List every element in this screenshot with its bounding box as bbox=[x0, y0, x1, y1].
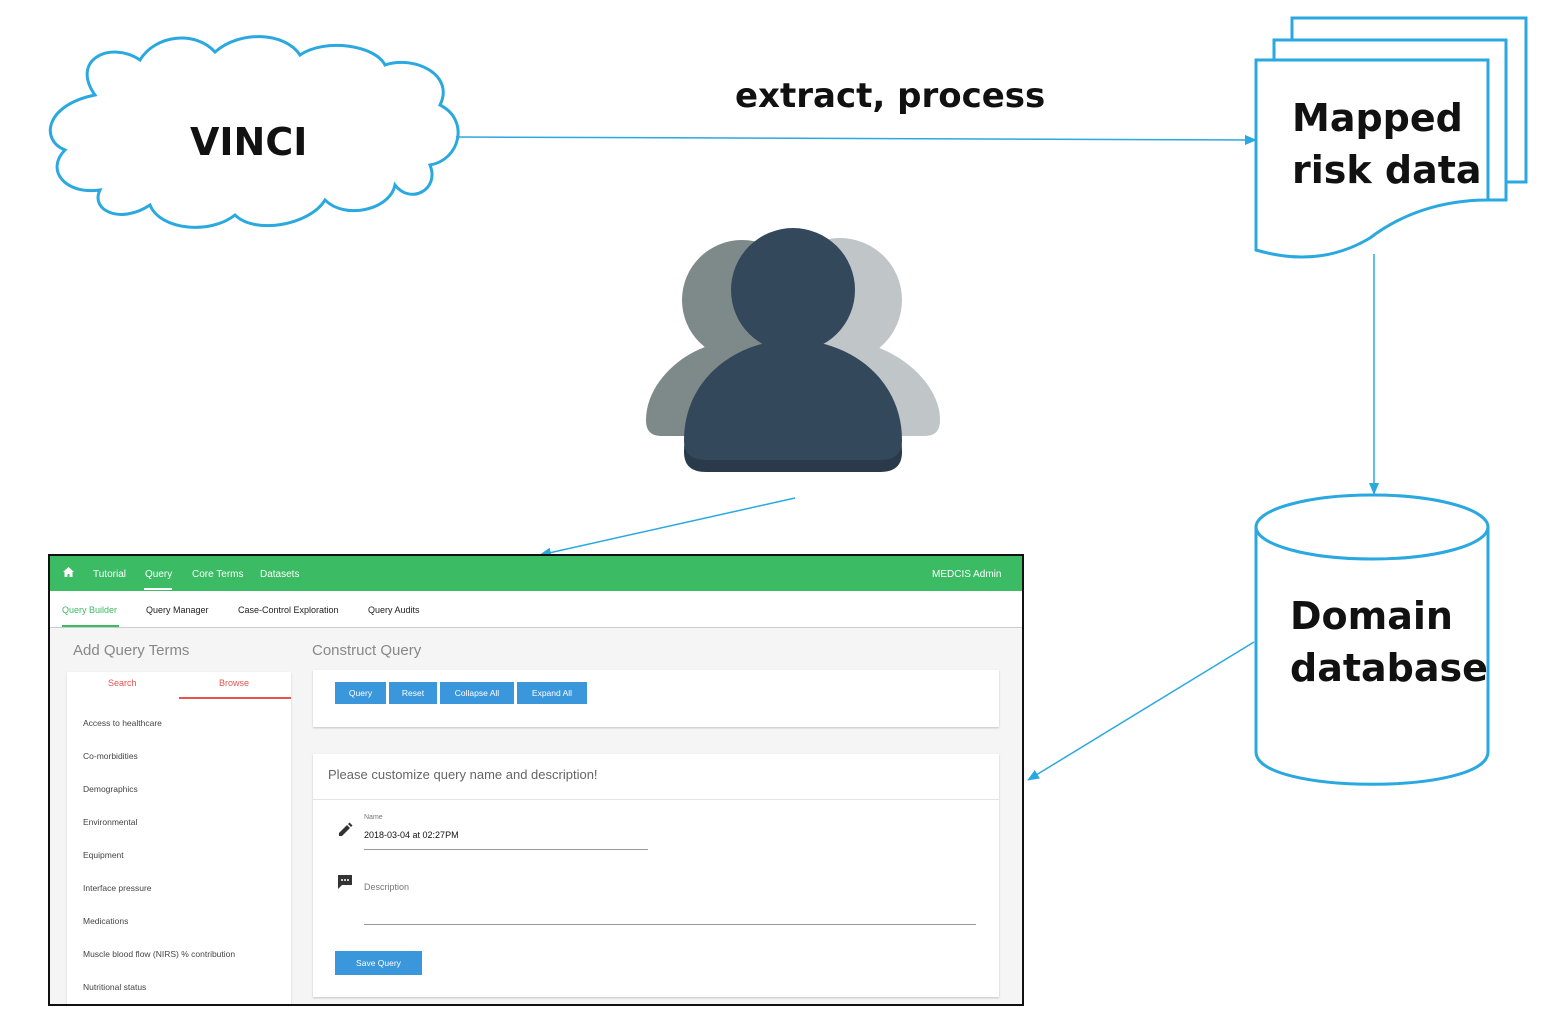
extract-process-label: extract, process bbox=[735, 76, 1046, 116]
expand-all-button[interactable]: Expand All bbox=[517, 682, 587, 704]
customize-heading: Please customize query name and descript… bbox=[328, 767, 598, 782]
reset-button[interactable]: Reset bbox=[389, 682, 437, 704]
domain-label-line1: Domain bbox=[1290, 594, 1453, 638]
term-item[interactable]: Environmental bbox=[83, 817, 138, 827]
construct-query-title: Construct Query bbox=[312, 642, 422, 659]
term-item[interactable]: Access to healthcare bbox=[83, 718, 162, 728]
query-button[interactable]: Query bbox=[335, 682, 386, 704]
user-menu[interactable]: MEDCIS Admin bbox=[932, 569, 1002, 580]
mapped-risk-data-node bbox=[1254, 16, 1528, 259]
add-query-terms-title: Add Query Terms bbox=[73, 642, 190, 659]
mapped-label-line1: Mapped bbox=[1292, 96, 1463, 140]
pencil-icon bbox=[337, 822, 353, 843]
vinci-label: VINCI bbox=[190, 120, 308, 164]
term-item[interactable]: Equipment bbox=[83, 850, 124, 860]
term-item[interactable]: Nutritional status bbox=[83, 982, 147, 992]
term-item[interactable]: Interface pressure bbox=[83, 883, 152, 893]
name-input[interactable]: 2018-03-04 at 02:27PM bbox=[364, 830, 459, 840]
nav-core-terms[interactable]: Core Terms bbox=[192, 569, 244, 580]
browse-tab-indicator bbox=[179, 697, 291, 699]
tab-case-control-exploration[interactable]: Case-Control Exploration bbox=[238, 605, 339, 615]
tab-browse[interactable]: Browse bbox=[219, 678, 250, 688]
query-details-card: Please customize query name and descript… bbox=[313, 754, 999, 997]
domain-database-node bbox=[1254, 493, 1490, 786]
edge-vinci-to-mapped bbox=[455, 134, 1257, 145]
top-navbar: Tutorial Query Core Terms Datasets MEDCI… bbox=[50, 556, 1022, 591]
name-label: Name bbox=[364, 814, 383, 821]
term-item[interactable]: Co-morbidities bbox=[83, 751, 138, 761]
domain-label-line2: database bbox=[1290, 646, 1488, 690]
tab-query-audits[interactable]: Query Audits bbox=[368, 605, 420, 615]
vinci-cloud-node bbox=[48, 35, 460, 229]
query-actions-card: Query Reset Collapse All Expand All bbox=[313, 670, 999, 727]
comment-icon bbox=[337, 874, 353, 895]
subnav-active-indicator bbox=[62, 625, 119, 627]
term-item[interactable]: Demographics bbox=[83, 784, 138, 794]
name-underline bbox=[364, 849, 648, 850]
app-screenshot-panel: Tutorial Query Core Terms Datasets MEDCI… bbox=[48, 554, 1024, 1006]
tab-search[interactable]: Search bbox=[108, 678, 137, 688]
home-icon[interactable] bbox=[63, 567, 74, 580]
mapped-label-line2: risk data bbox=[1292, 148, 1482, 192]
tab-query-manager[interactable]: Query Manager bbox=[146, 605, 209, 615]
term-item[interactable]: Muscle blood flow (NIRS) % contribution bbox=[83, 949, 236, 959]
edge-users-to-screenshot bbox=[539, 497, 796, 558]
description-underline bbox=[364, 924, 976, 925]
term-item[interactable]: Medications bbox=[83, 916, 129, 926]
nav-query[interactable]: Query bbox=[145, 569, 173, 580]
nav-datasets[interactable]: Datasets bbox=[260, 569, 300, 580]
card-divider bbox=[313, 799, 999, 800]
save-query-button[interactable]: Save Query bbox=[335, 951, 422, 975]
nav-tutorial[interactable]: Tutorial bbox=[93, 569, 126, 580]
edge-domain-to-screenshot bbox=[1027, 641, 1255, 781]
description-input[interactable]: Description bbox=[364, 882, 410, 892]
sub-navbar: Query Builder Query Manager Case-Control… bbox=[50, 591, 1022, 628]
nav-active-indicator bbox=[144, 588, 172, 590]
query-terms-card: Search Browse Access to healthcare Co-mo… bbox=[67, 672, 291, 1004]
tab-query-builder[interactable]: Query Builder bbox=[62, 605, 118, 615]
users-group-icon bbox=[646, 228, 940, 472]
collapse-all-button[interactable]: Collapse All bbox=[440, 682, 514, 704]
